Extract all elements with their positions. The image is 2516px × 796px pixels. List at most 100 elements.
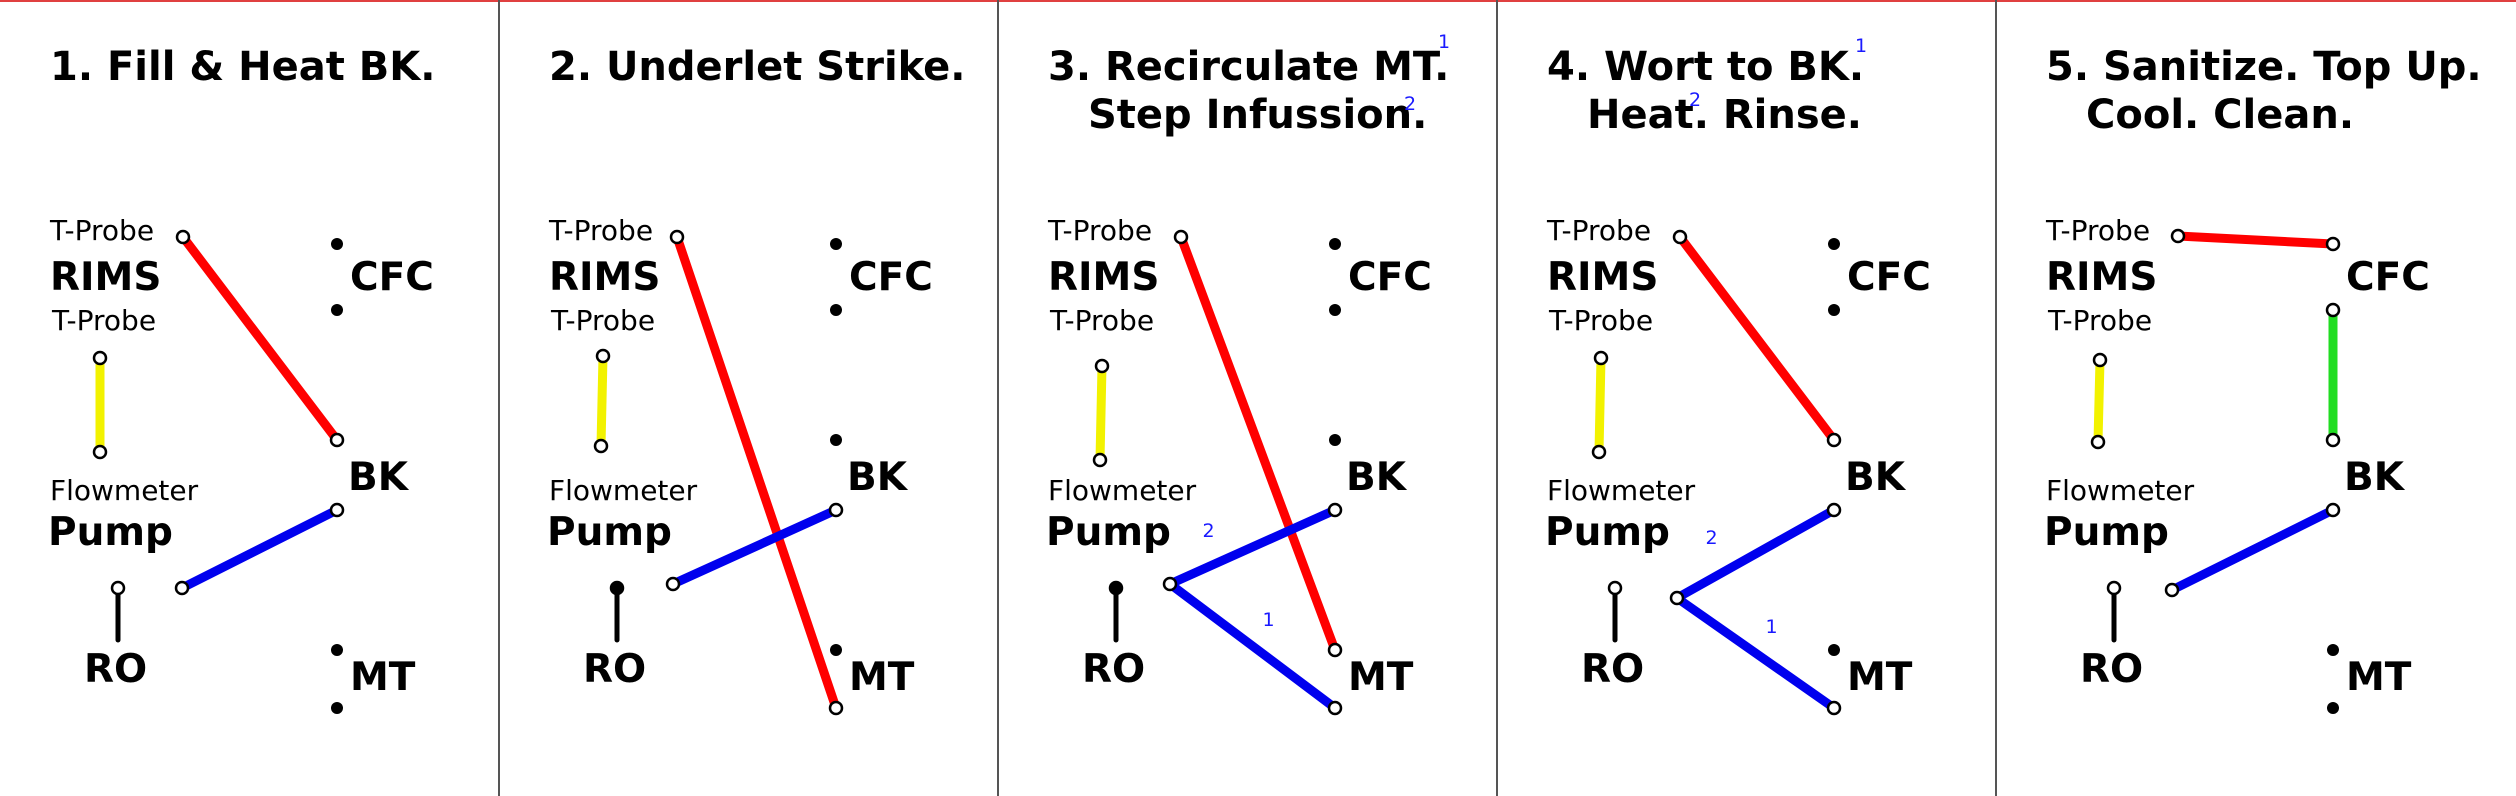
hose-pump-out-to-bk-bottom: [668, 505, 841, 589]
label-rims: RIMS: [50, 255, 161, 300]
hose-rims-bottom-to-flowmeter-top: [1095, 361, 1107, 465]
port-pump-out: [174, 580, 190, 596]
label-ro: RO: [2080, 647, 2143, 692]
label-rims: RIMS: [1048, 255, 1159, 300]
port-mt-bottom: [2327, 702, 2339, 714]
hose-rims-top-to-cfc-top: [2173, 231, 2338, 249]
step-title: 1. Fill & Heat BK.: [50, 44, 435, 90]
hose-pump-out-to-mt-bottom: [1165, 579, 1340, 713]
hose-order-label: 2: [1706, 527, 1718, 549]
port-cfc-top: [830, 238, 842, 250]
hose-rims-top-to-mt-top: [1176, 232, 1340, 655]
label-ro: RO: [583, 647, 646, 692]
hose-pump-out-to-bk-bottom: [177, 505, 342, 593]
title-footnote-2: 2: [1404, 93, 1416, 115]
hose-order-label: 2: [1203, 520, 1215, 542]
port-ro: [609, 580, 625, 596]
port-ro: [2106, 580, 2122, 596]
label-rims: RIMS: [1547, 255, 1658, 300]
step-title: 4. Wort to BK.: [1547, 44, 1864, 90]
port-cfc-top: [1828, 238, 1840, 250]
port-mt-top: [331, 644, 343, 656]
label-bk: BK: [1346, 455, 1408, 500]
label-bk: BK: [2344, 455, 2406, 500]
label-t-probe-bottom: T-Probe: [51, 304, 156, 337]
step-diagram: 5. Sanitize. Top Up.Cool. Clean. T-ProbeR…: [2044, 44, 2482, 714]
hose-rims-bottom-to-flowmeter-top: [2093, 355, 2105, 447]
hose-pump-out-to-bk-bottom: [1165, 505, 1340, 589]
port-rims-bottom: [1094, 358, 1110, 374]
port-rims-top: [669, 229, 685, 245]
panel-divider: [498, 0, 500, 796]
hose-rims-bottom-to-flowmeter-top: [1594, 353, 1606, 457]
label-bk: BK: [1845, 455, 1907, 500]
label-bk: BK: [348, 455, 410, 500]
port-cfc-top: [1329, 238, 1341, 250]
port-rims-bottom: [92, 350, 108, 366]
step-title-line2: Cool. Clean.: [2086, 92, 2354, 138]
port-mt-top: [2327, 644, 2339, 656]
port-cfc-bottom: [1828, 304, 1840, 316]
port-mt-top: [830, 644, 842, 656]
label-flowmeter: Flowmeter: [1048, 474, 1197, 507]
port-flowmeter-top: [1092, 452, 1108, 468]
label-mt: MT: [2346, 655, 2412, 700]
label-t-probe-top: T-Probe: [1047, 214, 1152, 247]
label-rims: RIMS: [549, 255, 660, 300]
label-pump: Pump: [547, 510, 672, 555]
hose-pump-out-to-mt-bottom: [1672, 593, 1839, 713]
port-bk-top: [830, 434, 842, 446]
label-mt: MT: [849, 655, 915, 700]
port-rims-bottom: [1593, 350, 1609, 366]
port-cfc-bottom: [331, 304, 343, 316]
port-ro: [1607, 580, 1623, 596]
hose-rims-top-to-bk-top: [178, 232, 342, 445]
label-mt: MT: [350, 655, 416, 700]
label-t-probe-bottom: T-Probe: [2047, 304, 2152, 337]
label-t-probe-bottom: T-Probe: [1548, 304, 1653, 337]
port-cfc-bottom: [1329, 304, 1341, 316]
port-cfc-top: [331, 238, 343, 250]
port-flowmeter-top: [593, 438, 609, 454]
port-rims-bottom: [2092, 352, 2108, 368]
label-pump: Pump: [1545, 510, 1670, 555]
hose-rims-bottom-to-flowmeter-top: [596, 351, 608, 451]
step-title: 5. Sanitize. Top Up.: [2046, 44, 2482, 90]
label-flowmeter: Flowmeter: [549, 474, 698, 507]
step-diagram: 2. Underlet Strike.T-ProbeRIMST-ProbeFlo…: [547, 44, 966, 716]
label-pump: Pump: [48, 510, 173, 555]
panel-divider: [1995, 0, 1997, 796]
panel-divider: [1496, 0, 1498, 796]
title-footnote-2: 2: [1689, 89, 1701, 111]
label-pump: Pump: [1046, 510, 1171, 555]
port-mt-top: [1828, 644, 1840, 656]
port-mt-bottom: [828, 700, 844, 716]
label-t-probe-top: T-Probe: [2045, 214, 2150, 247]
label-ro: RO: [1581, 647, 1644, 692]
hose-pump-out-to-bk-bottom: [1672, 505, 1839, 603]
hose-order-label: 1: [1263, 609, 1275, 631]
port-mt-top: [1327, 642, 1343, 658]
port-mt-bottom: [1826, 700, 1842, 716]
port-rims-top: [1173, 229, 1189, 245]
label-t-probe-top: T-Probe: [548, 214, 653, 247]
hose-pump-out-to-bk-bottom: [2167, 505, 2338, 595]
port-pump-out: [1162, 576, 1178, 592]
label-t-probe-top: T-Probe: [1546, 214, 1651, 247]
hose-rims-top-to-bk-top: [1675, 232, 1839, 445]
port-bk-bottom: [828, 502, 844, 518]
label-t-probe-top: T-Probe: [49, 214, 154, 247]
port-pump-out: [2164, 582, 2180, 598]
label-bk: BK: [847, 455, 909, 500]
port-cfc-top: [2325, 236, 2341, 252]
title-footnote-1: 1: [1438, 31, 1450, 53]
step-title-line2: Step Infussion.: [1088, 92, 1427, 138]
port-rims-top: [175, 229, 191, 245]
port-flowmeter-top: [92, 444, 108, 460]
title-footnote-1: 1: [1855, 35, 1867, 57]
port-mt-bottom: [1327, 700, 1343, 716]
